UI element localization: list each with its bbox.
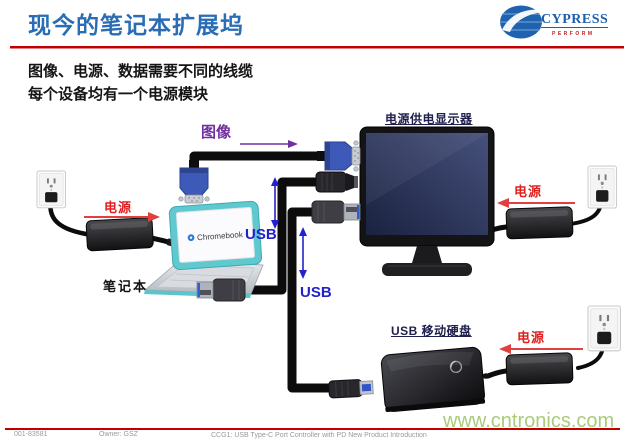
power-arrow-monitor xyxy=(497,198,509,208)
power-adapter-monitor xyxy=(505,206,574,240)
usb-cable-bottom xyxy=(287,207,339,393)
usb-cable-top xyxy=(235,177,327,295)
usb-arrow-bottom xyxy=(299,270,307,279)
footer-rule xyxy=(5,428,620,430)
power-adapter-drive xyxy=(505,352,574,386)
laptop-label: 笔记本 xyxy=(103,279,149,294)
usb-a-connector-monitor xyxy=(311,200,361,224)
footer-title: CCG1: USB Type-C Port Controller with PD… xyxy=(211,432,427,439)
power-arrow-drive xyxy=(499,344,511,354)
power-label-drive: 电源 xyxy=(517,330,546,345)
monitor xyxy=(359,126,495,276)
cypress-brand-text: CYPRESS xyxy=(541,12,609,29)
intro-line-1: 图像、电源、数据需要不同的线缆 xyxy=(28,63,254,80)
cypress-tagline-text: PERFORM xyxy=(552,31,595,37)
hard-drive xyxy=(380,346,486,412)
usb-micro-b-connector-drive xyxy=(328,379,374,399)
vga-cable xyxy=(189,151,333,177)
header-rule xyxy=(10,46,624,49)
dc-lead-drive xyxy=(485,368,509,379)
usb-label-top: USB xyxy=(245,226,277,243)
usb-label-bottom: USB xyxy=(300,284,332,301)
laptop-chromebook: Chromebook xyxy=(143,200,264,298)
usb-b-connector-monitor xyxy=(315,171,359,193)
vga-connector-monitor xyxy=(316,140,361,172)
power-label-laptop: 电源 xyxy=(104,200,133,215)
video-cable-label: 图像 xyxy=(201,124,232,141)
power-adapter-laptop xyxy=(85,217,154,252)
wall-outlet-right-bottom xyxy=(587,305,621,352)
vga-connector-laptop xyxy=(178,159,210,204)
usb-arrow-top xyxy=(271,220,279,229)
power-arrow-laptop xyxy=(148,212,160,222)
video-arrow xyxy=(288,140,298,148)
usb-a-connector-laptop xyxy=(196,278,246,302)
cypress-logo-icon xyxy=(500,5,547,39)
watermark-text: www.cntronics.com xyxy=(443,410,615,432)
wall-outlet-left xyxy=(36,170,66,209)
owner-text: Owner: GSZ xyxy=(99,431,138,438)
wall-outlet-right-top xyxy=(587,165,618,209)
laptop-brand-text: Chromebook xyxy=(197,230,244,242)
doc-number: 001-83581 xyxy=(14,431,48,438)
power-label-monitor: 电源 xyxy=(514,184,543,199)
intro-line-2: 每个设备均有一个电源模块 xyxy=(28,86,209,103)
page-title: 现今的笔记本扩展坞 xyxy=(28,12,244,38)
hard-drive-label: USB 移动硬盘 xyxy=(391,324,472,338)
monitor-label: 电源供电显示器 xyxy=(385,112,473,126)
arrows xyxy=(84,140,583,354)
dc-plug-drive xyxy=(482,373,490,379)
